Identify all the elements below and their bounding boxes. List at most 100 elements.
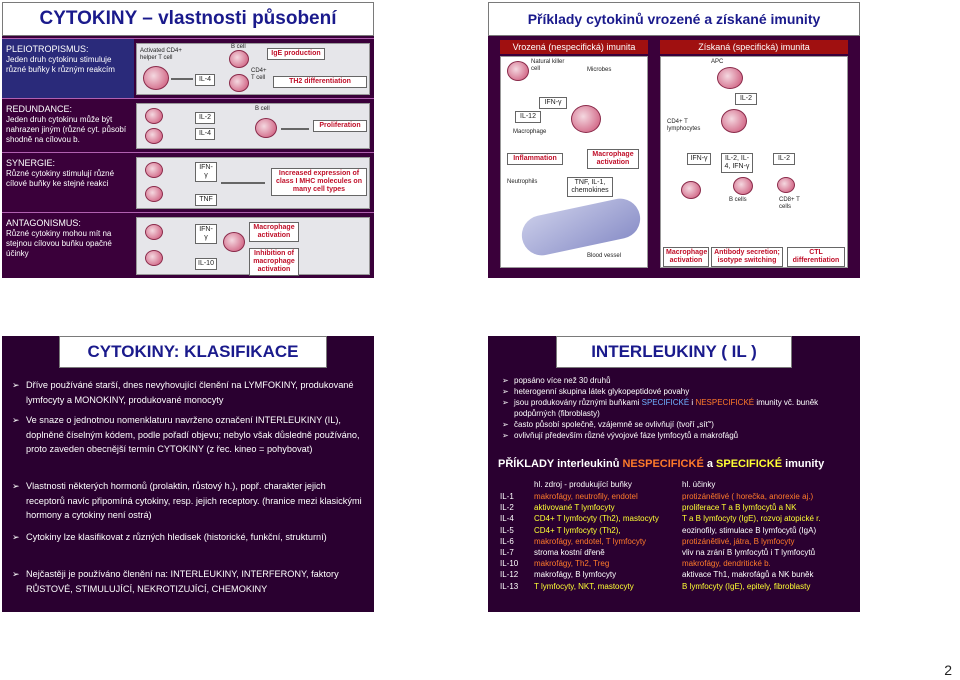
bullet-item: ➢jsou produkovány různými buňkami SPECIF…	[502, 398, 819, 418]
redundancy-figure: IL-2 IL-4 B cell Proliferation	[136, 103, 370, 149]
b-cell-icon	[229, 50, 249, 68]
property-desc: Jeden druh cytokinu stimuluje různé buňk…	[6, 55, 115, 74]
table-row: IL-1 makrofágy, neutrofily, endotel protiz…	[498, 491, 858, 502]
property-desc: Jeden druh cytokinu může být nahrazen ji…	[6, 115, 127, 144]
slide-cytokine-classification: CYTOKINY: KLASIFIKACE ➢Dříve používáné s…	[2, 336, 374, 612]
property-desc: Různé cytokiny mohou mít na stejnou cílo…	[6, 229, 112, 258]
arrow-bullet-icon: ➢	[502, 376, 509, 385]
source-cells: CD4+ T lymfocyty (Th2),	[534, 525, 621, 535]
effects: eozinofily, stimulace B lymfocytů (IgA)	[682, 525, 817, 535]
source-cells: stroma kostní dřeně	[534, 548, 605, 558]
interleukin-name: IL-1	[500, 492, 514, 501]
source-cells: makrofágy, B lymfocyty	[534, 570, 617, 580]
bullet-item: ➢heterogenní skupina látek glykopeptidov…	[502, 387, 690, 396]
column-header-source: hl. zdroj - produkující buňky	[534, 480, 632, 489]
t-lymphocyte-icon	[721, 109, 747, 133]
interleukin-name: IL-12	[500, 570, 519, 580]
bullet-item: ➢často působí společně, vzájemně se ovli…	[502, 420, 714, 429]
page-number: 2	[944, 662, 952, 678]
table-header-row: hl. zdroj - produkující buňky hl. účinky	[498, 479, 858, 491]
interleukin-table: hl. zdroj - produkující buňky hl. účinky…	[498, 479, 858, 592]
innate-diagram: Natural killer cell Microbes IFN-γ IL-12…	[500, 56, 648, 268]
table-row: IL-4 CD4+ T lymfocyty (Th2), mastocyty T a…	[498, 513, 858, 524]
effects: proliferace T a B lymfocytů a NK	[682, 503, 797, 513]
b-cell-icon	[255, 118, 277, 138]
source-cells: makrofágy, neutrofily, endotel	[534, 492, 638, 501]
effects: vliv na zrání B lymfocytů i T lymfocytů	[682, 548, 816, 558]
property-heading: SYNERGIE:	[6, 158, 56, 168]
table-row: IL-13 T lymfocyty, NKT, mastocyty B lymfoc…	[498, 581, 858, 592]
source-cells: makrofágy, endotel, T lymfocyty	[534, 536, 647, 546]
table-row: IL-6 makrofágy, endotel, T lymfocyty proti…	[498, 536, 858, 547]
source-cells: CD4+ T lymfocyty (Th2), mastocyty	[534, 514, 659, 524]
bullet-item: ➢ovlivňují především různé vývojové fáze…	[502, 431, 739, 440]
blood-vessel-icon	[518, 194, 644, 260]
bullet-item: ➢popsáno více než 30 druhů	[502, 376, 611, 385]
property-row-redundancy: REDUNDANCE: Jeden druh cytokinu může být…	[2, 98, 374, 152]
slide-cytokine-examples: Příklady cytokinů vrozené a získané imun…	[488, 2, 860, 278]
column-header-effects: hl. účinky	[682, 480, 716, 489]
arrow-bullet-icon: ➢	[12, 532, 20, 542]
table-row: IL-10 makrofágy, Th2, Treg makrofágy, dend…	[498, 558, 858, 569]
slide-cytokine-properties: CYTOKINY – vlastnosti působení PLEIOTROP…	[2, 2, 374, 278]
table-row: IL-7 stroma kostní dřeně vliv na zrání B l…	[498, 547, 858, 558]
slide-title: CYTOKINY – vlastnosti působení	[2, 2, 374, 36]
apc-icon	[717, 67, 743, 89]
slide-interleukins: INTERLEUKINY ( IL ) ➢popsáno více než 30…	[488, 336, 860, 612]
property-heading: ANTAGONISMUS:	[6, 218, 81, 228]
property-heading: REDUNDANCE:	[6, 104, 73, 114]
effects: aktivace Th1, makrofágů a NK buněk	[682, 570, 814, 580]
arrow-bullet-icon: ➢	[502, 431, 509, 440]
slide-title: CYTOKINY: KLASIFIKACE	[59, 336, 327, 368]
t-cell-icon	[229, 74, 249, 92]
interleukin-name: IL-10	[500, 559, 519, 569]
property-row-antagonism: ANTAGONISMUS: Různé cytokiny mohou mít n…	[2, 212, 374, 278]
table-row: IL-12 makrofágy, B lymfocyty aktivace Th1,…	[498, 569, 858, 580]
effects: protizánětlivé, játra, B lymfocyty	[682, 536, 795, 546]
slide-title: Příklady cytokinů vrozené a získané imun…	[488, 2, 860, 36]
arrow-bullet-icon: ➢	[12, 380, 20, 390]
arrow-bullet-icon: ➢	[12, 569, 20, 579]
interleukin-name: IL-5	[500, 525, 514, 535]
antagonism-figure: IFN-γ IL-10 Macrophage activation Inhibi…	[136, 217, 370, 276]
helper-t-cell-icon	[143, 66, 169, 90]
source-cells: aktivované T lymfocyty	[534, 503, 615, 513]
interleukin-name: IL-13	[500, 581, 519, 591]
acquired-immunity-header: Získaná (specifická) imunita	[660, 40, 848, 54]
bullet-item: ➢Cytokiny lze klasifikovat z různých hle…	[12, 530, 366, 545]
pleiotropism-figure: Activated CD4+ helper T cell IL-4 B cell…	[136, 43, 370, 95]
synergy-figure: IFN-γ TNF Increased expression of class …	[136, 157, 370, 209]
arrow-bullet-icon: ➢	[502, 420, 509, 429]
arrow-bullet-icon: ➢	[12, 415, 20, 425]
bullet-item: ➢Dříve používáné starší, dnes nevyhovují…	[12, 380, 354, 405]
interleukin-name: IL-6	[500, 536, 514, 546]
effects: T a B lymfocyty (IgE), rozvoj atopické r…	[682, 514, 821, 524]
table-row: IL-2 aktivované T lymfocyty proliferace T …	[498, 502, 858, 513]
interleukin-name: IL-4	[500, 514, 514, 524]
property-heading: PLEIOTROPISMUS:	[6, 44, 89, 54]
property-row-synergy: SYNERGIE: Různé cytokiny stimulují různé…	[2, 152, 374, 212]
interleukin-name: IL-2	[500, 503, 514, 513]
effects: makrofágy, dendritické b.	[682, 559, 771, 569]
property-row-pleiotropism: PLEIOTROPISMUS: Jeden druh cytokinu stim…	[2, 38, 374, 98]
table-row: IL-5 CD4+ T lymfocyty (Th2), eozinofily, s…	[498, 525, 858, 536]
interleukin-name: IL-7	[500, 548, 514, 558]
innate-immunity-header: Vrozená (nespecifická) imunita	[500, 40, 648, 54]
bullet-item: ➢Ve snaze o jednotnou nomenklaturu navrž…	[12, 415, 360, 454]
slide-title: INTERLEUKINY ( IL )	[556, 336, 792, 368]
examples-heading: PŘÍKLADY interleukinů NESPECIFICKÉ a SPE…	[498, 458, 825, 470]
arrow-bullet-icon: ➢	[502, 398, 509, 407]
effects: protizánětlivé ( horečka, anorexie aj.)	[682, 492, 814, 501]
macrophage-icon	[571, 105, 601, 133]
effects: B lymfocyty (IgE), epitely, fibroblasty	[682, 581, 811, 591]
bullet-item: ➢Nejčastěji je používáno členění na: INT…	[12, 569, 339, 594]
source-cells: makrofágy, Th2, Treg	[534, 559, 610, 569]
nk-cell-icon	[507, 61, 529, 81]
arrow-bullet-icon: ➢	[12, 481, 20, 491]
source-cells: T lymfocyty, NKT, mastocyty	[534, 581, 634, 591]
macrophage-icon	[223, 232, 245, 252]
bullet-item: ➢Vlastnosti některých hormonů (prolaktin…	[12, 481, 362, 520]
property-desc: Různé cytokiny stimulují různé cílové bu…	[6, 169, 115, 188]
acquired-diagram: APC IL-2 CD4+ T lymphocytes IFN-γ IL-2, …	[660, 56, 848, 268]
arrow-bullet-icon: ➢	[502, 387, 509, 396]
